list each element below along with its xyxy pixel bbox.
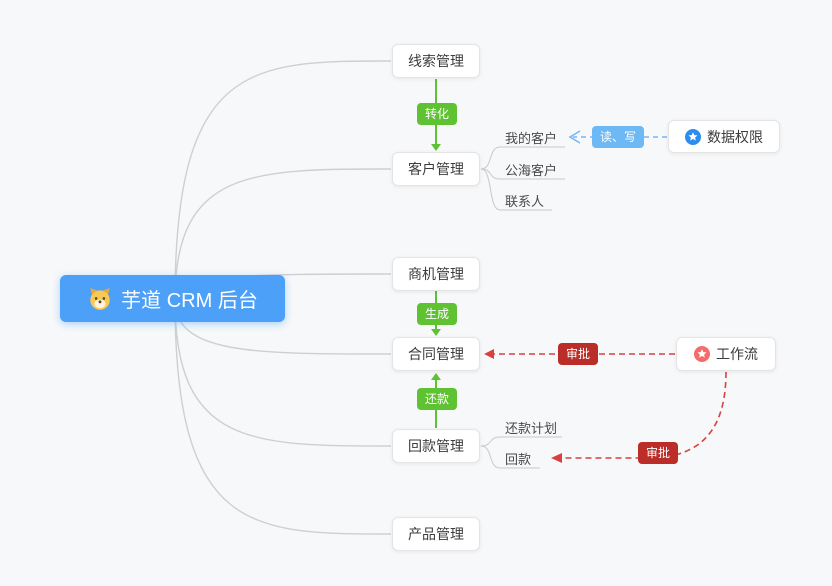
node-workflow-label: 工作流 xyxy=(716,346,758,362)
arrow-convert-head xyxy=(431,144,441,151)
leaf-repayment-plan[interactable]: 还款计划 xyxy=(505,421,558,436)
star-icon xyxy=(694,346,710,362)
link-customers-contacts xyxy=(480,168,552,211)
edge-label-generate: 生成 xyxy=(417,303,458,325)
edge-label-approve-receivable: 审批 xyxy=(638,442,679,464)
arrow-generate-head xyxy=(431,329,441,336)
edge-label-convert: 转化 xyxy=(417,103,458,125)
dash-workflow-repayment-head xyxy=(551,453,562,463)
dash-workflow-contract-head xyxy=(484,349,494,359)
link-receivables-plan xyxy=(480,436,562,447)
node-leads[interactable]: 线索管理 xyxy=(392,44,480,78)
node-data-permission-label: 数据权限 xyxy=(707,128,763,145)
link-root-receivables xyxy=(174,299,392,447)
leaf-my-customers[interactable]: 我的客户 xyxy=(505,131,558,146)
node-receivables[interactable]: 回款管理 xyxy=(392,429,480,463)
dog-icon xyxy=(87,286,113,312)
node-opportunities-label: 商机管理 xyxy=(408,266,464,282)
link-receivables-repayment xyxy=(480,445,540,469)
edge-label-approve-contract: 审批 xyxy=(558,343,599,365)
node-products-label: 产品管理 xyxy=(408,526,464,542)
star-icon xyxy=(685,128,701,145)
node-data-permission[interactable]: 数据权限 xyxy=(668,120,780,153)
link-customers-my xyxy=(480,146,565,170)
edge-label-read-write: 读、写 xyxy=(592,126,645,148)
leaf-contacts[interactable]: 联系人 xyxy=(505,194,545,209)
link-root-products xyxy=(174,299,392,535)
node-customers-label: 客户管理 xyxy=(408,161,464,177)
leaf-public-customers[interactable]: 公海客户 xyxy=(505,163,558,178)
node-contracts-label: 合同管理 xyxy=(408,346,464,362)
node-customers[interactable]: 客户管理 xyxy=(392,152,480,186)
root-node[interactable]: 芋道 CRM 后台 xyxy=(60,275,285,322)
link-root-customers xyxy=(174,168,392,301)
node-workflow[interactable]: 工作流 xyxy=(676,337,776,371)
node-products[interactable]: 产品管理 xyxy=(392,517,480,551)
link-customers-public xyxy=(480,168,565,180)
node-receivables-label: 回款管理 xyxy=(408,438,464,454)
node-contracts[interactable]: 合同管理 xyxy=(392,337,480,371)
link-root-leads xyxy=(174,60,392,301)
root-label: 芋道 CRM 后台 xyxy=(121,290,258,312)
arrow-repay-head xyxy=(431,373,441,380)
leaf-repayment[interactable]: 回款 xyxy=(505,452,532,467)
dash-dataperm-head xyxy=(568,130,581,144)
node-opportunities[interactable]: 商机管理 xyxy=(392,257,480,291)
edge-label-repay: 还款 xyxy=(417,388,458,410)
node-leads-label: 线索管理 xyxy=(408,53,464,69)
